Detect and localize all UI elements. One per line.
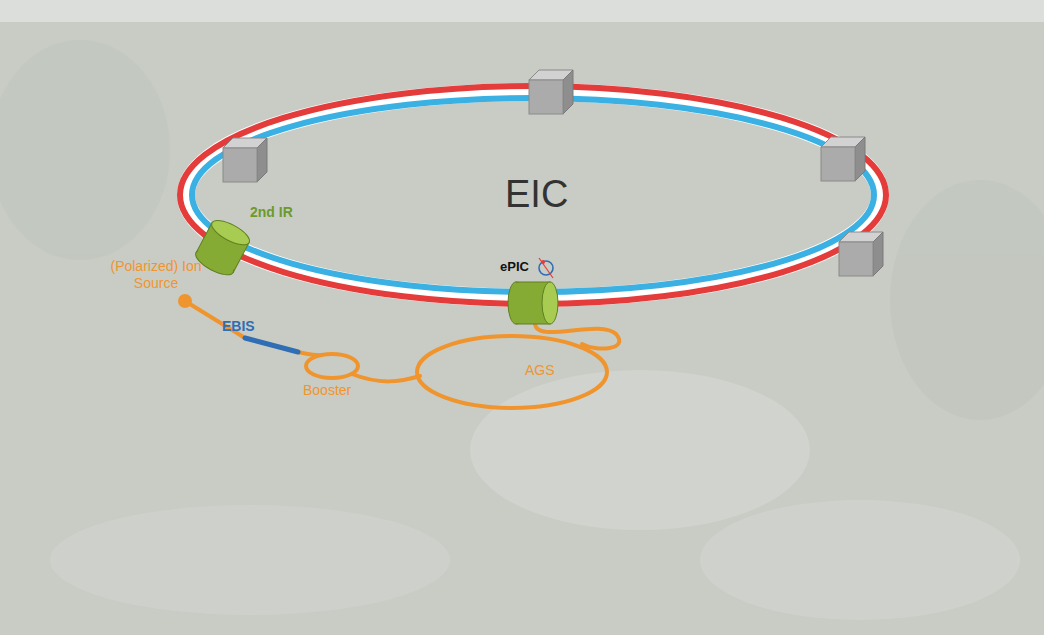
source-label: (Polarized) Ion Source [110, 258, 202, 292]
title-label: EIC [505, 172, 568, 218]
ring-cubes [223, 70, 883, 276]
ags-label: AGS [525, 362, 555, 379]
aerial-strip [0, 0, 1044, 22]
ebis-segment [245, 338, 298, 352]
collider-ring [180, 86, 886, 304]
ir-label: 2nd IR [250, 204, 293, 221]
aerial-patches [0, 40, 1044, 620]
ion-source-dot [178, 294, 192, 308]
booster-label: Booster [303, 382, 351, 399]
ebis-label: EBIS [222, 318, 255, 335]
detector-label: ePIC [500, 259, 529, 275]
epic-magnet [508, 282, 558, 324]
epic-logo [539, 258, 553, 278]
